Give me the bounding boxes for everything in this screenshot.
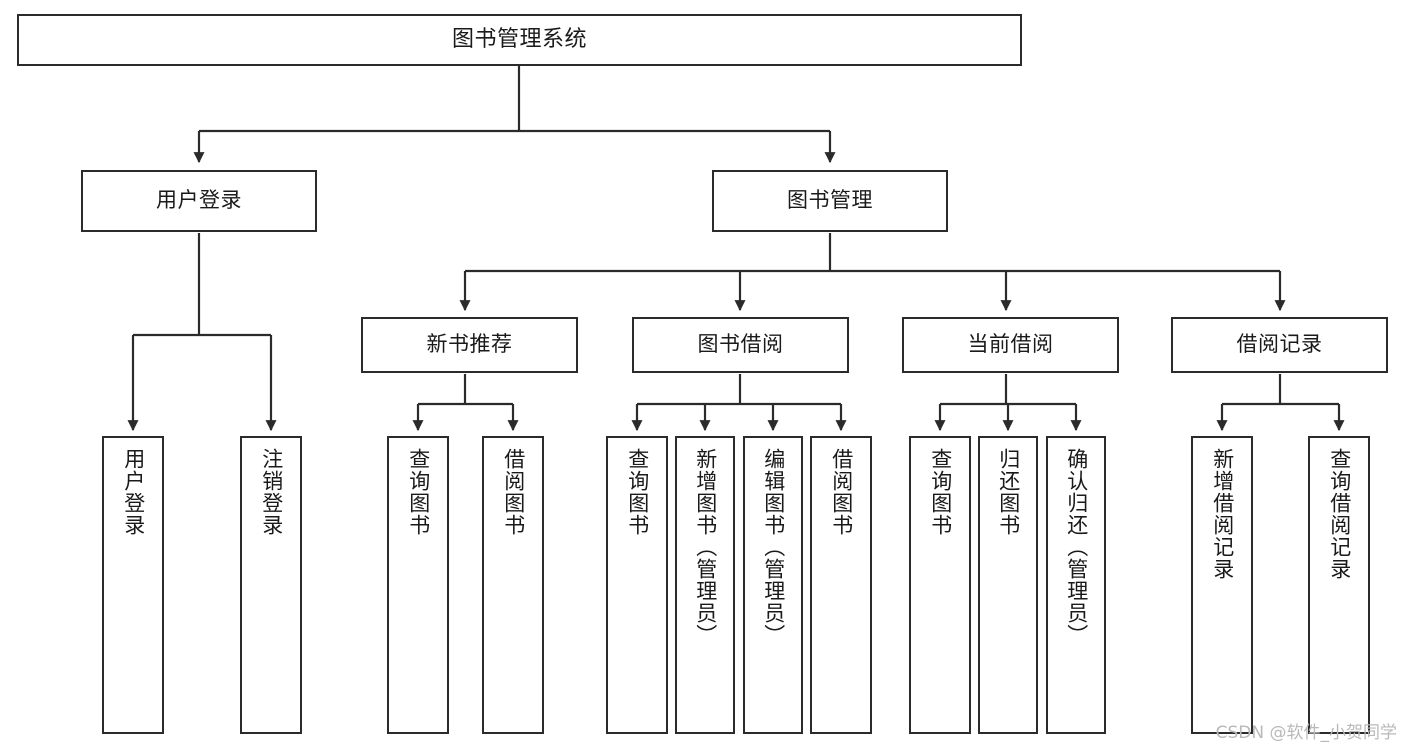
node-label: 新增借阅记录 — [1210, 448, 1235, 580]
node-label: 查询图书 — [625, 448, 650, 536]
node-label: 当前借阅 — [967, 332, 1054, 357]
node-label: 借阅记录 — [1236, 332, 1323, 357]
node-book-management[interactable]: 图书管理 — [712, 170, 948, 232]
node-label: 图书管理 — [787, 188, 873, 213]
node-label: 查询借阅记录 — [1327, 448, 1352, 580]
node-borrow-record[interactable]: 借阅记录 — [1171, 317, 1388, 373]
node-label: 确认归还（管理员） — [1064, 448, 1089, 646]
node-leaf-query-borrow-record[interactable]: 查询借阅记录 — [1308, 436, 1370, 734]
node-label: 编辑图书（管理员） — [761, 448, 786, 646]
node-leaf-query-book-borrow[interactable]: 查询图书 — [606, 436, 668, 734]
node-user-login[interactable]: 用户登录 — [81, 170, 317, 232]
node-root-book-management-system[interactable]: 图书管理系统 — [17, 14, 1022, 66]
node-label: 注销登录 — [259, 448, 284, 536]
node-label: 新书推荐 — [426, 332, 513, 357]
node-label: 图书借阅 — [697, 332, 784, 357]
node-leaf-return-book[interactable]: 归还图书 — [978, 436, 1038, 734]
node-label: 图书管理系统 — [451, 26, 587, 52]
node-leaf-add-book-admin[interactable]: 新增图书（管理员） — [675, 436, 735, 734]
csdn-watermark: CSDN @软件_小贺同学 — [1215, 723, 1397, 743]
node-leaf-user-logout[interactable]: 注销登录 — [240, 436, 302, 734]
node-leaf-user-login[interactable]: 用户登录 — [102, 436, 164, 734]
node-label: 查询图书 — [406, 448, 431, 536]
node-label: 用户登录 — [156, 188, 242, 213]
node-leaf-query-book-current[interactable]: 查询图书 — [909, 436, 971, 734]
node-label: 借阅图书 — [501, 448, 526, 536]
node-current-borrow[interactable]: 当前借阅 — [902, 317, 1119, 373]
node-leaf-query-book-recommend[interactable]: 查询图书 — [387, 436, 449, 734]
node-new-book-recommend[interactable]: 新书推荐 — [361, 317, 578, 373]
node-leaf-edit-book-admin[interactable]: 编辑图书（管理员） — [743, 436, 803, 734]
node-label: 借阅图书 — [829, 448, 854, 536]
node-label: 用户登录 — [121, 448, 146, 536]
node-label: 查询图书 — [928, 448, 953, 536]
node-leaf-add-borrow-record[interactable]: 新增借阅记录 — [1191, 436, 1253, 734]
node-label: 新增图书（管理员） — [693, 448, 718, 646]
node-leaf-borrow-book-recommend[interactable]: 借阅图书 — [482, 436, 544, 734]
node-leaf-confirm-return-admin[interactable]: 确认归还（管理员） — [1046, 436, 1106, 734]
node-book-borrow[interactable]: 图书借阅 — [632, 317, 849, 373]
node-leaf-borrow-book[interactable]: 借阅图书 — [810, 436, 872, 734]
node-label: 归还图书 — [996, 448, 1021, 536]
